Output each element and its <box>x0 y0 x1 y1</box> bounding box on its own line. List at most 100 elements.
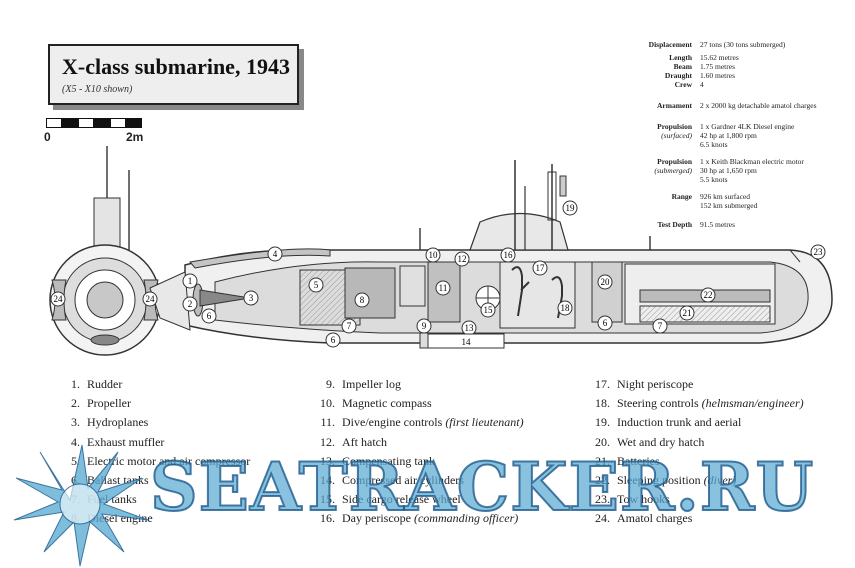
spec-value: 1 x Gardner 4LK Diesel engine 42 hp at 1… <box>700 122 795 149</box>
title-box: X-class submarine, 1943 (X5 - X10 shown) <box>48 44 299 105</box>
spec-row: Draught 1.60 metres <box>630 71 850 80</box>
spec-value: 926 km surfaced 152 km submerged <box>700 192 758 210</box>
legend-item: 6.Ballast tanks <box>71 472 149 487</box>
spec-row: Crew 4 <box>630 80 850 89</box>
legend-item: 17.Night periscope <box>595 377 694 391</box>
spec-row: Beam 1.75 metres <box>630 62 850 71</box>
spec-value: 4 <box>700 80 704 89</box>
spec-value: 91.5 metres <box>700 220 735 229</box>
wet-dry-hatch <box>591 261 623 323</box>
spec-row: Propulsion(surfaced)1 x Gardner 4LK Dies… <box>630 122 850 149</box>
spec-key: Crew <box>674 80 692 89</box>
spec-key: Armament <box>657 101 692 110</box>
exhaust-muffler <box>189 248 331 269</box>
callout-21: 21 <box>683 308 692 318</box>
scale-segment <box>62 118 78 128</box>
legend-column: 17.Night periscope 18.Steering controls … <box>586 375 804 529</box>
diagram-title: X-class submarine, 1943 <box>62 54 290 79</box>
scale-end-label: 2m <box>126 130 144 144</box>
callout-10: 10 <box>429 250 439 260</box>
legend-item: 22.Sleeping position (diver) <box>595 472 737 487</box>
spec-key: Test Depth <box>657 220 692 229</box>
legend-item: 7.Fuel tanks <box>71 492 137 507</box>
spec-key: Length <box>669 53 692 62</box>
callout-1: 1 <box>188 276 193 286</box>
callout-3: 3 <box>249 293 254 303</box>
legend-item: 8.Diesel engine <box>71 511 153 526</box>
front-view <box>49 146 161 356</box>
scale-segment <box>94 118 110 128</box>
callouts: 1 2 3 4 5 6 6 6 7 7 8 9 10 11 12 13 14 1… <box>50 200 826 349</box>
batteries <box>639 305 771 323</box>
spec-row: Test Depth 91.5 metres <box>630 220 850 229</box>
bow-wire <box>789 249 801 263</box>
spec-value: 2 x 2000 kg detachable amatol charges <box>700 101 817 110</box>
legend-item: 10.Magnetic compass <box>320 396 432 411</box>
callout-19: 19 <box>566 203 576 213</box>
crew-figure <box>551 276 563 319</box>
callout-2: 2 <box>188 299 193 309</box>
side-view <box>149 160 833 349</box>
legend-item: 3.Hydroplanes <box>71 415 149 430</box>
spec-value: 1.60 metres <box>700 71 735 80</box>
legend-item: 18.Steering controls (helmsman/engineer) <box>595 396 804 411</box>
spec-value: 1.75 metres <box>700 62 735 71</box>
control-panel <box>399 265 426 307</box>
callout-7: 7 <box>347 321 352 331</box>
spec-key: Draught <box>664 71 692 80</box>
callout-6b: 6 <box>331 335 336 345</box>
spec-row: Armament 2 x 2000 kg detachable amatol ch… <box>630 101 850 110</box>
legend-item: 24.Amatol charges <box>595 511 693 526</box>
callout-7b: 7 <box>658 321 663 331</box>
diagram-subtitle: (X5 - X10 shown) <box>62 84 133 95</box>
submarine-cutaway-drawing: 1 2 3 4 5 6 6 6 7 7 8 9 10 11 12 13 14 1… <box>49 146 833 356</box>
conning-tower <box>469 212 569 251</box>
legend-item: 23.Tow hooks <box>595 492 670 507</box>
callout-24b: 24 <box>146 294 156 304</box>
callout-15: 15 <box>484 305 494 315</box>
spec-subkey: (surfaced) <box>661 131 692 140</box>
spec-key: Range <box>671 192 692 201</box>
callout-16: 16 <box>504 250 514 260</box>
legend-item: 9.Impeller log <box>326 377 401 391</box>
legend-item: 20.Wet and dry hatch <box>595 434 705 449</box>
crew-figure <box>511 266 530 317</box>
legend-item: 21.Batteries <box>595 453 660 468</box>
callout-13: 13 <box>465 323 475 333</box>
spec-row: Range 926 km surfaced 152 km submerged <box>630 192 850 210</box>
callout-24: 24 <box>54 294 64 304</box>
spec-value: 1 x Keith Blackman electric motor 30 hp … <box>700 157 804 184</box>
scale-segment <box>46 118 62 128</box>
legend-item: 16.Day periscope (commanding officer) <box>320 511 519 526</box>
callout-4: 4 <box>273 249 278 259</box>
legend-column: 9.Impeller log 10.Magnetic compass 11.Di… <box>311 375 524 529</box>
legend-item: 14.Compressed air cylinders <box>320 472 464 487</box>
tail-rudder <box>149 271 191 331</box>
callout-5: 5 <box>314 280 319 290</box>
legend-item: 1.Rudder <box>71 377 123 391</box>
callout-17: 17 <box>536 263 546 273</box>
callout-6: 6 <box>207 311 212 321</box>
aerial-box <box>559 175 567 197</box>
scale-segment <box>78 118 94 128</box>
induction-mast <box>547 171 557 221</box>
spec-key: Displacement <box>648 40 692 49</box>
legend-item: 11.Dive/engine controls (first lieutenan… <box>320 415 524 430</box>
diesel-engine <box>344 267 396 319</box>
spec-row: Propulsion(submerged)1 x Keith Blackman … <box>630 157 850 184</box>
scale-bar: 0 2m <box>44 118 150 144</box>
legend-item: 2.Propeller <box>71 396 131 411</box>
callout-12: 12 <box>458 254 467 264</box>
legend-column: 1.Rudder 2.Propeller 3.Hydroplanes 4.Exh… <box>56 375 250 529</box>
front-ring <box>86 281 124 319</box>
legend-item: 15.Side cargo release wheel <box>320 492 461 507</box>
spec-key: Beam <box>673 62 692 71</box>
spec-value: 15.62 metres <box>700 53 739 62</box>
spec-subkey: (submerged) <box>654 166 692 175</box>
legend-item: 12.Aft hatch <box>320 434 387 449</box>
front-keel <box>90 334 120 346</box>
callout-9: 9 <box>422 321 427 331</box>
callout-20: 20 <box>601 277 611 287</box>
legend-item: 5.Electric motor and air compressor <box>71 453 251 468</box>
